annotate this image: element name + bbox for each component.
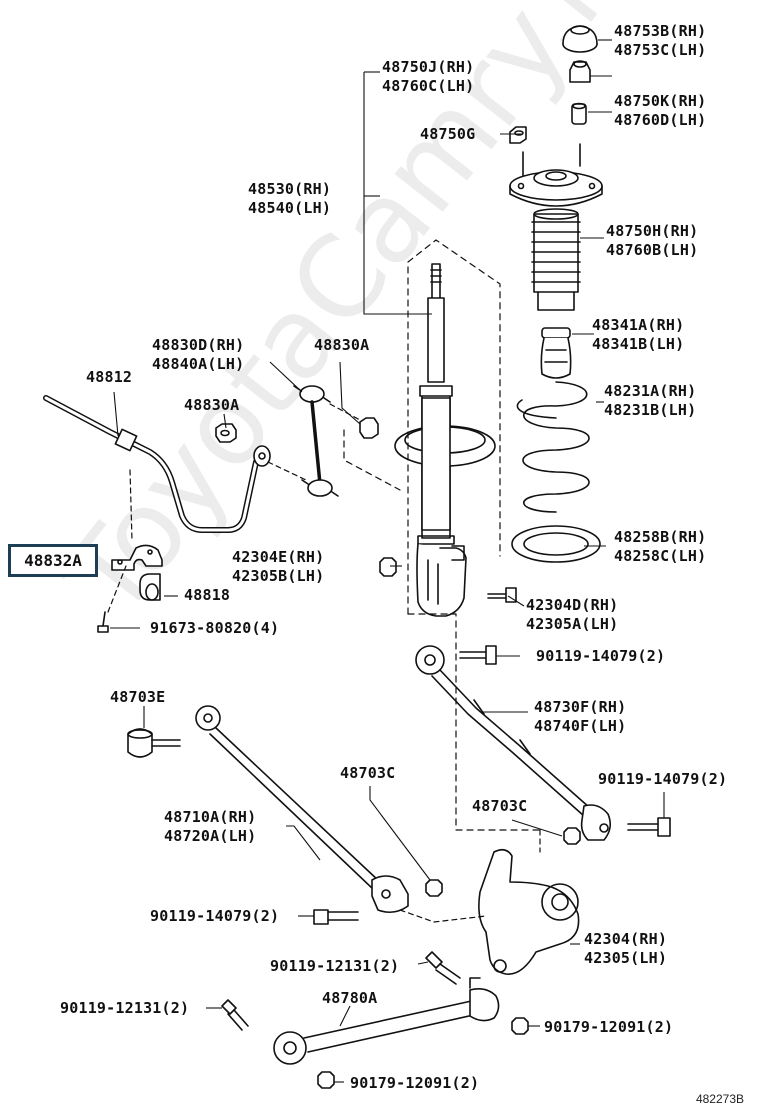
label-90119-12131-knuckle[interactable]: 90119-12131(2)	[270, 957, 400, 975]
spring-insulator-part	[511, 525, 601, 563]
bracket-nut-part	[379, 557, 397, 577]
label-48750h[interactable]: 48750H(RH)48760B(LH)	[606, 222, 699, 259]
label-42304d[interactable]: 42304D(RH)42305A(LH)	[526, 596, 619, 633]
top-nut-part	[569, 60, 591, 83]
dust-cap-part	[562, 25, 598, 53]
label-48710a[interactable]: 48710A(RH)48720A(LH)	[164, 808, 257, 845]
label-48703c-right[interactable]: 48703C	[472, 797, 528, 815]
lower-arm-nut-part	[425, 879, 443, 897]
label-48703c-lower[interactable]: 48703C	[340, 764, 396, 782]
strut-rod-bolt-part	[221, 999, 249, 1031]
stabilizer-link-part	[293, 385, 339, 497]
label-48530[interactable]: 48530(RH)48540(LH)	[248, 180, 332, 217]
bracket-bolt-part	[97, 611, 109, 633]
strut-bolt-part	[487, 587, 517, 603]
arm-bolt-right-part	[627, 817, 671, 837]
label-90119-12131-strut-rod[interactable]: 90119-12131(2)	[60, 999, 190, 1017]
label-90119-14079-upper[interactable]: 90119-14079(2)	[536, 647, 666, 665]
shock-absorber-part	[394, 263, 496, 617]
label-48730f[interactable]: 48730F(RH)48740F(LH)	[534, 698, 627, 735]
link-nut-upper-part	[359, 417, 379, 439]
strut-rod-part	[273, 977, 500, 1065]
highlighted-part-48832a[interactable]: 48832A	[8, 544, 98, 577]
label-48750k[interactable]: 48750K(RH)48760D(LH)	[614, 92, 707, 129]
label-48753[interactable]: 48753B(RH)48753C(LH)	[614, 22, 707, 59]
label-42304e[interactable]: 42304E(RH)42305B(LH)	[232, 548, 325, 585]
nut-g-part	[509, 126, 527, 144]
arm-nut-right-part	[563, 827, 581, 845]
label-91673[interactable]: 91673-80820(4)	[150, 619, 280, 637]
washer-k-part	[571, 102, 587, 125]
cam-bolt-part	[127, 728, 181, 758]
lower-arm-part	[195, 705, 409, 914]
label-48750j[interactable]: 48750J(RH)48760C(LH)	[382, 58, 475, 95]
lower-arm-bolt-part	[313, 909, 359, 925]
stabilizer-bar-part	[43, 395, 271, 533]
label-48341[interactable]: 48341A(RH)48341B(LH)	[592, 316, 685, 353]
label-48818[interactable]: 48818	[184, 586, 231, 604]
label-48258[interactable]: 48258B(RH)48258C(LH)	[614, 528, 707, 565]
label-90179-left[interactable]: 90179-12091(2)	[350, 1074, 480, 1092]
dust-boot-part	[531, 208, 581, 311]
strut-rod-nut-right-part	[511, 1017, 529, 1035]
arm-bolt-upper-part	[459, 645, 497, 665]
rear-axle-carrier-part	[478, 848, 580, 975]
stabilizer-bushing-part	[139, 573, 161, 601]
label-48830a-top[interactable]: 48830A	[314, 336, 370, 354]
stabilizer-bracket-part	[111, 544, 163, 571]
label-48231[interactable]: 48231A(RH)48231B(LH)	[604, 382, 697, 419]
figure-number: 482273B	[695, 1092, 744, 1106]
strut-rod-nut-left-part	[317, 1071, 335, 1089]
label-48780a[interactable]: 48780A	[322, 989, 378, 1007]
upper-support-part	[509, 143, 603, 207]
label-48812[interactable]: 48812	[86, 368, 133, 386]
label-90119-14079-right[interactable]: 90119-14079(2)	[598, 770, 728, 788]
label-42304[interactable]: 42304(RH)42305(LH)	[584, 930, 668, 967]
label-48750g[interactable]: 48750G	[420, 125, 476, 143]
label-90179-right[interactable]: 90179-12091(2)	[544, 1018, 674, 1036]
label-48830a-mid[interactable]: 48830A	[184, 396, 240, 414]
knuckle-bolt-part	[425, 951, 461, 985]
label-90119-14079-lower[interactable]: 90119-14079(2)	[150, 907, 280, 925]
coil-spring-part	[516, 381, 590, 513]
label-48703e[interactable]: 48703E	[110, 688, 166, 706]
label-48830d[interactable]: 48830D(RH)48840A(LH)	[152, 336, 245, 373]
bump-stopper-part	[540, 327, 572, 379]
